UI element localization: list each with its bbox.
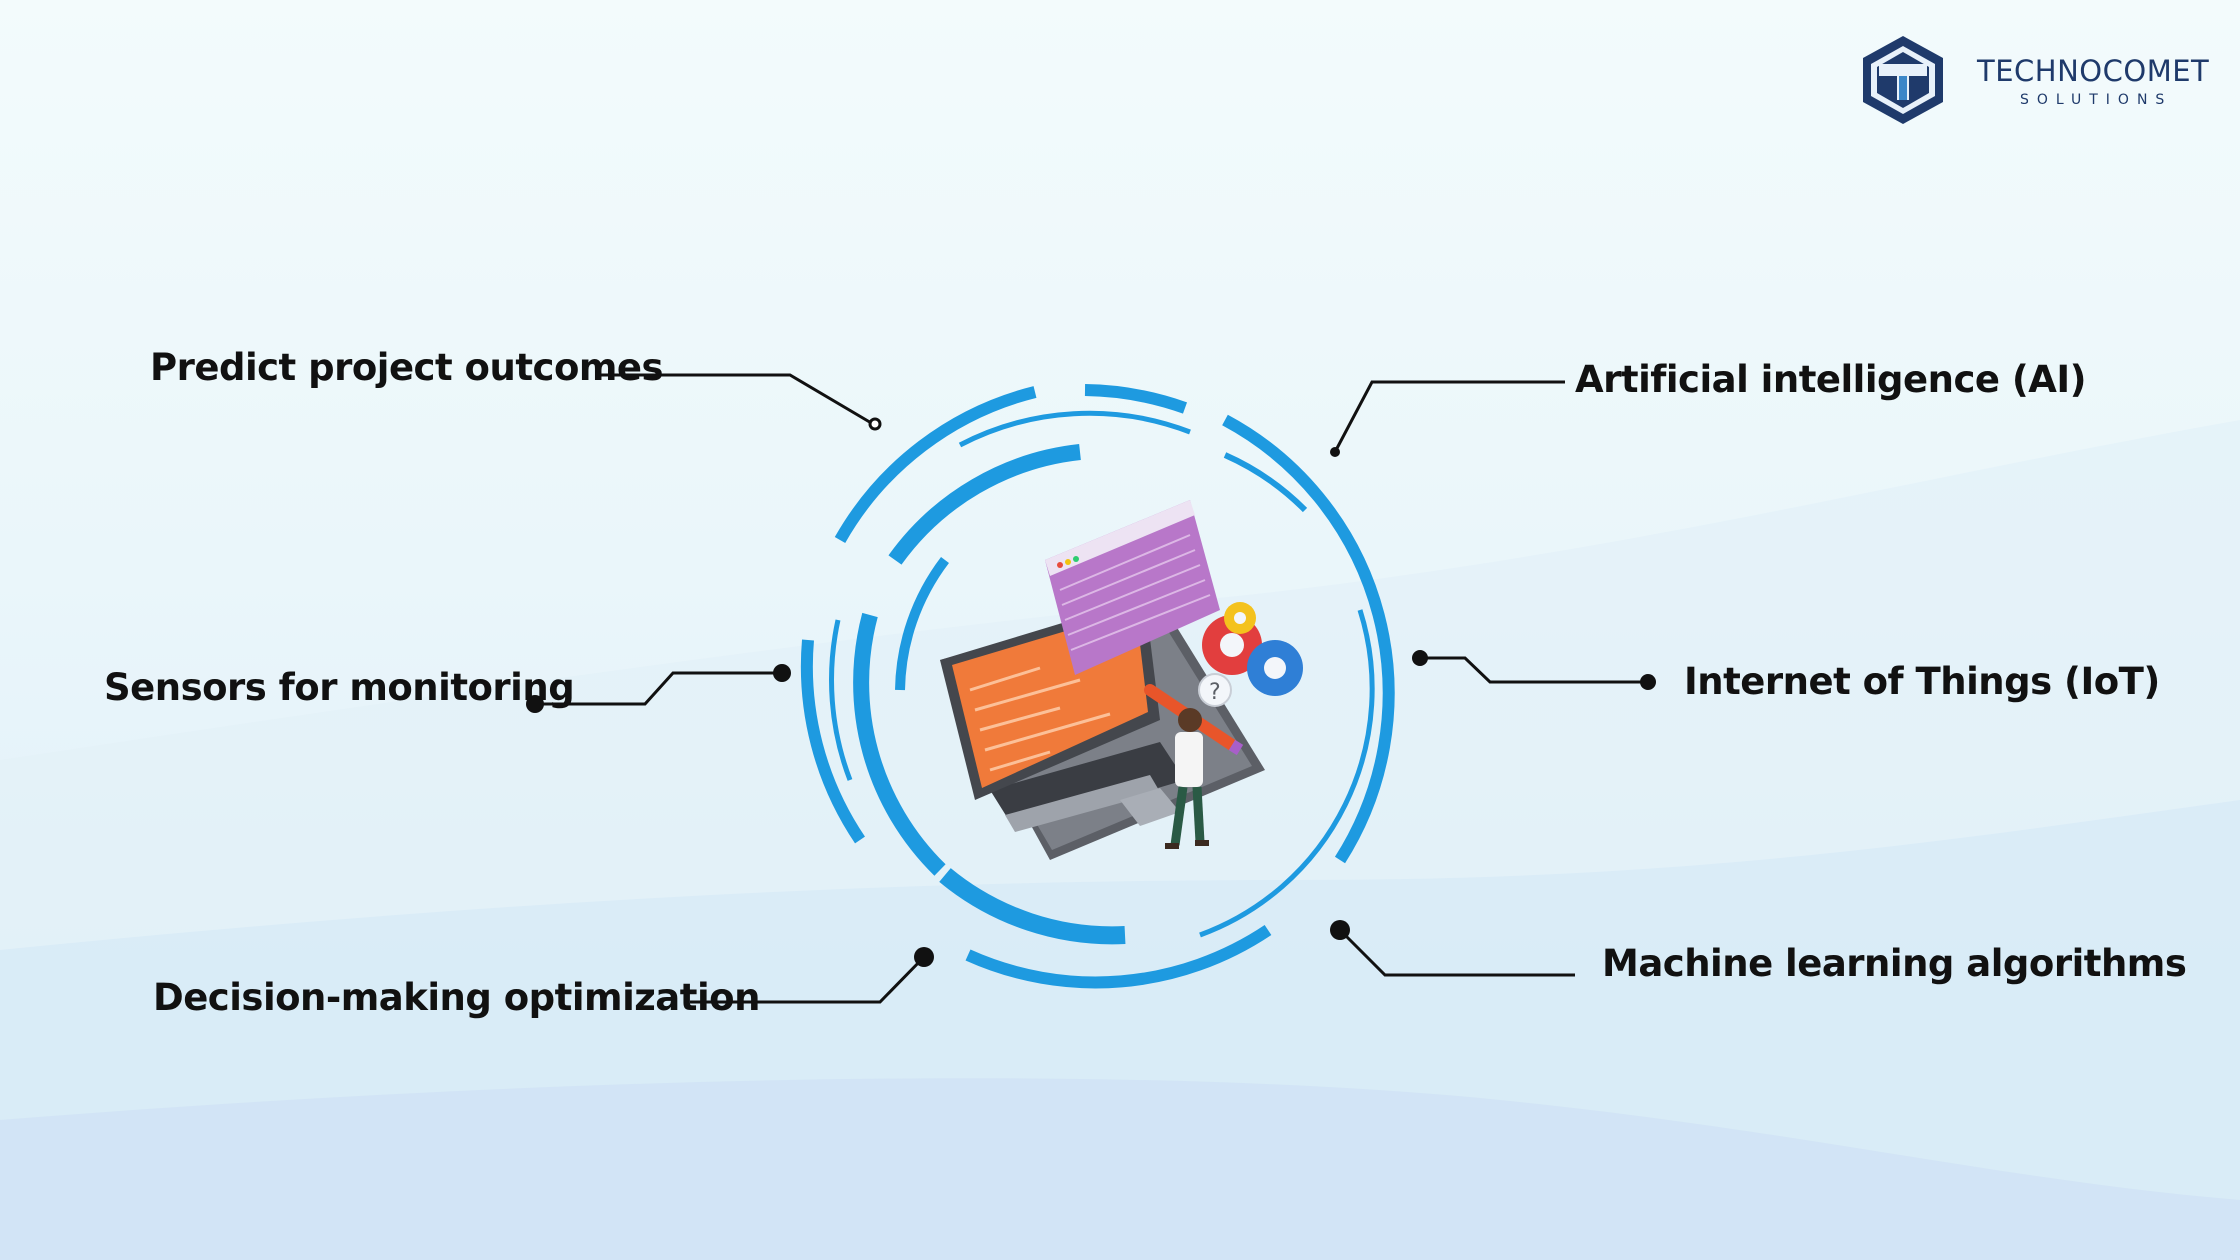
- middle-ring-arc-2: [853, 612, 946, 876]
- logo-name: TECHNOCOMET: [1977, 54, 2210, 88]
- connector-iot: [1420, 656, 1648, 684]
- middle-ring-arc-5: [1199, 609, 1375, 938]
- outer-ring-arc-2: [1084, 384, 1188, 414]
- outer-ring-arc-4: [965, 925, 1272, 989]
- company-logo: TECHNOCOMET SOLUTIONS: [1855, 32, 2209, 132]
- connector-dot-sensors-right: [773, 664, 791, 682]
- person-illustration: [1144, 684, 1244, 849]
- middle-ring-arc-3: [939, 868, 1126, 945]
- connector-dot-ml: [1330, 920, 1350, 940]
- inner-ring-arc-1: [958, 410, 1191, 448]
- connector-dot-ai: [1330, 447, 1340, 457]
- middle-ring-arc-4: [1223, 452, 1308, 513]
- connector-sensors: [535, 671, 782, 706]
- code-window-illustration: [1045, 500, 1220, 675]
- connector-ai: [1333, 380, 1565, 453]
- connector-dot-iot-right: [1640, 674, 1656, 690]
- outer-ring-arc-1: [834, 386, 1037, 543]
- middle-ring-arc-1: [888, 444, 1081, 565]
- label-sensors-for-monitoring: Sensors for monitoring: [104, 666, 575, 709]
- svg-text:?: ?: [1209, 680, 1221, 705]
- connector-dot-predict: [868, 417, 882, 431]
- connector-dot-sensors-left: [526, 695, 544, 713]
- connector-dot-decision: [914, 947, 934, 967]
- logo-hexagon-icon: [1863, 36, 1943, 124]
- logo-subtitle: SOLUTIONS: [2020, 92, 2173, 108]
- label-internet-of-things: Internet of Things (IoT): [1684, 660, 2160, 703]
- connector-decision: [690, 955, 926, 1004]
- label-decision-making-optimization: Decision-making optimization: [153, 976, 760, 1019]
- gears-illustration: ?: [1198, 602, 1303, 707]
- connector-dot-iot-left: [1412, 650, 1428, 666]
- connector-predict: [598, 373, 874, 426]
- inner-ring-arc-3: [895, 556, 949, 691]
- connector-ml: [1338, 928, 1575, 977]
- label-machine-learning-algorithms: Machine learning algorithms: [1602, 942, 2187, 985]
- outer-ring-arc-3: [1222, 414, 1395, 864]
- inner-ring-arc-2: [829, 619, 853, 781]
- label-predict-project-outcomes: Predict project outcomes: [150, 346, 664, 389]
- label-artificial-intelligence: Artificial intelligence (AI): [1575, 358, 2087, 401]
- outer-ring-arc-5: [800, 639, 865, 844]
